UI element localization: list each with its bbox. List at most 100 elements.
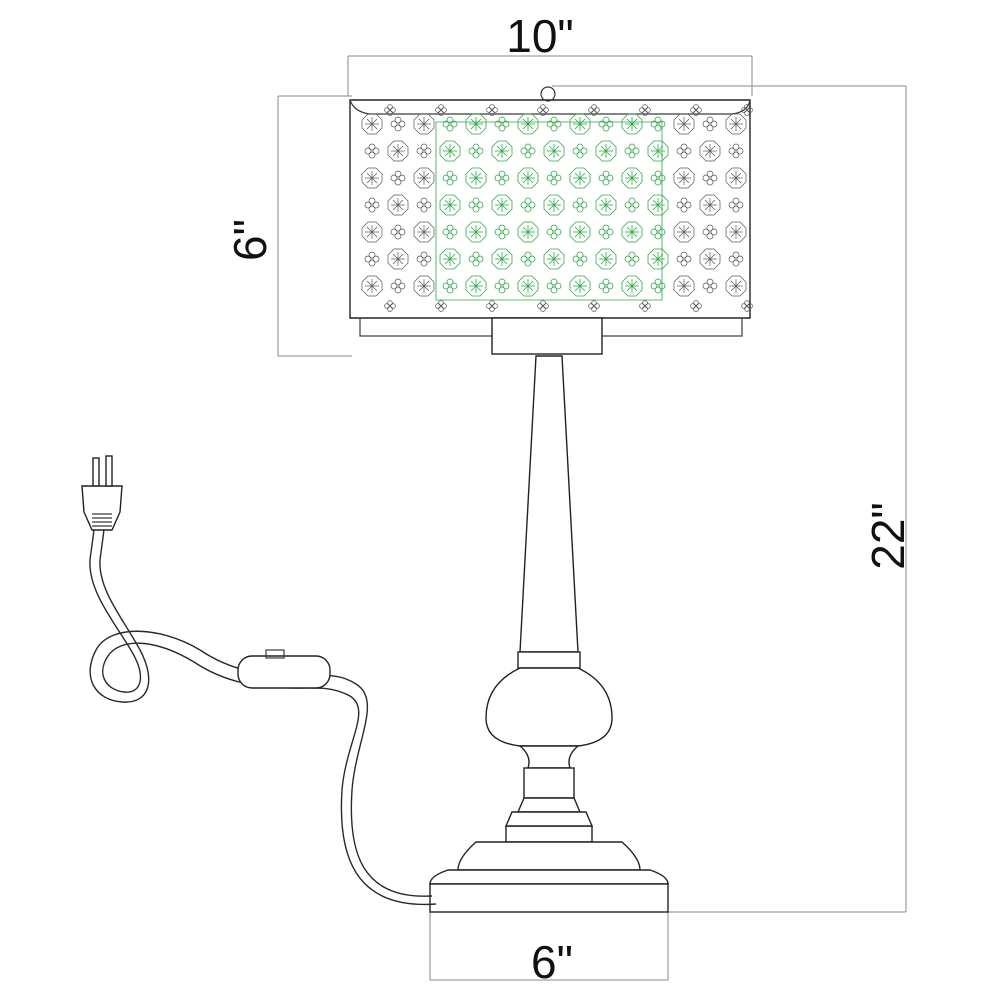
crystal-bead [621,275,643,297]
crystal-bead [621,221,643,243]
crystal-bead [390,116,406,132]
hanging-bead [486,300,498,312]
crystal-bead [676,197,692,213]
crystal-bead [442,224,458,240]
crystal-bead [465,221,487,243]
crystal-bead [442,170,458,186]
hanging-bead [486,104,498,116]
crystal-bead [543,194,565,216]
crystal-bead [621,113,643,135]
crystal-bead [413,113,435,135]
switch-button [265,649,285,659]
crystal-bead [546,278,562,294]
crystal-bead [673,221,695,243]
lamp-shade [349,86,753,355]
shade-width-label: 10" [506,10,574,62]
cord-path-inner [89,527,437,906]
crystal-bead [572,197,588,213]
crystal-bead [647,248,669,270]
crystal-bead [361,113,383,135]
hanging-bead [690,300,702,312]
crystal-bead [546,224,562,240]
crystal-bead [361,221,383,243]
crystal-bead [494,224,510,240]
crystal-bead [543,140,565,162]
crystal-bead [390,278,406,294]
crystal-bead [598,224,614,240]
hanging-bead [741,300,753,312]
crystal-bead [572,251,588,267]
crystal-bead [543,248,565,270]
hanging-bead [741,104,753,116]
crystal-bead [699,140,721,162]
crystal-bead [387,140,409,162]
crystal-bead [413,167,435,189]
crystal-bead [673,275,695,297]
crystal-bead [728,143,744,159]
hanging-bead [435,104,447,116]
crystal-bead [364,251,380,267]
crystal-bead [361,275,383,297]
crystal-bead [569,275,591,297]
stem-collar [517,651,581,669]
crystal-bead [361,167,383,189]
crystal-bead [390,170,406,186]
highlight-panel [435,121,663,301]
stem-lower-ring [505,825,593,843]
crystal-bead [494,278,510,294]
crystal-bead [439,140,461,162]
crystal-bead [390,224,406,240]
crystal-bead [702,278,718,294]
crystal-bead [569,167,591,189]
total-height-dimension: 22" [552,85,914,913]
crystal-bead [364,197,380,213]
crystal-bead [413,221,435,243]
stem-foot-collar [516,797,582,813]
crystal-bead [439,194,461,216]
crystal-bead [468,197,484,213]
base-dome [457,841,641,871]
crystal-bead [702,170,718,186]
stem-knuckle [523,767,575,799]
hanging-bead [537,104,549,116]
crystal-bead [520,143,536,159]
inline-switch [237,655,331,689]
crystal-bead [673,113,695,135]
crystal-bead [725,221,747,243]
hanging-bead [384,300,396,312]
crystal-bead [494,116,510,132]
crystal-bead [569,221,591,243]
crystal-bead [647,194,669,216]
hanging-bead [384,104,396,116]
crystal-bead [465,113,487,135]
stem-transition [504,811,594,827]
crystal-bead [624,251,640,267]
crystal-bead [676,143,692,159]
crystal-bead [416,251,432,267]
crystal-bead [468,251,484,267]
crystal-bead [702,116,718,132]
crystal-bead [491,248,513,270]
crystal-bead [442,278,458,294]
crystal-bead [364,143,380,159]
stem-neck [518,745,580,769]
crystal-bead [647,140,669,162]
crystal-bead [465,275,487,297]
hanging-bead [639,300,651,312]
hanging-bead [690,104,702,116]
shade-height-dimension: 6" [224,95,352,357]
crystal-bead [520,251,536,267]
crystal-bead [494,170,510,186]
hanging-bead [639,104,651,116]
crystal-bead [595,248,617,270]
crystal-bead [520,197,536,213]
crystal-bead [725,167,747,189]
stem-column [519,355,579,653]
crystal-bead [598,116,614,132]
crystal-bead [416,143,432,159]
base-plinth [429,883,669,913]
plug-prong-right [105,455,113,487]
crystal-bead [517,167,539,189]
crystal-bead [517,275,539,297]
crystal-bead [673,167,695,189]
